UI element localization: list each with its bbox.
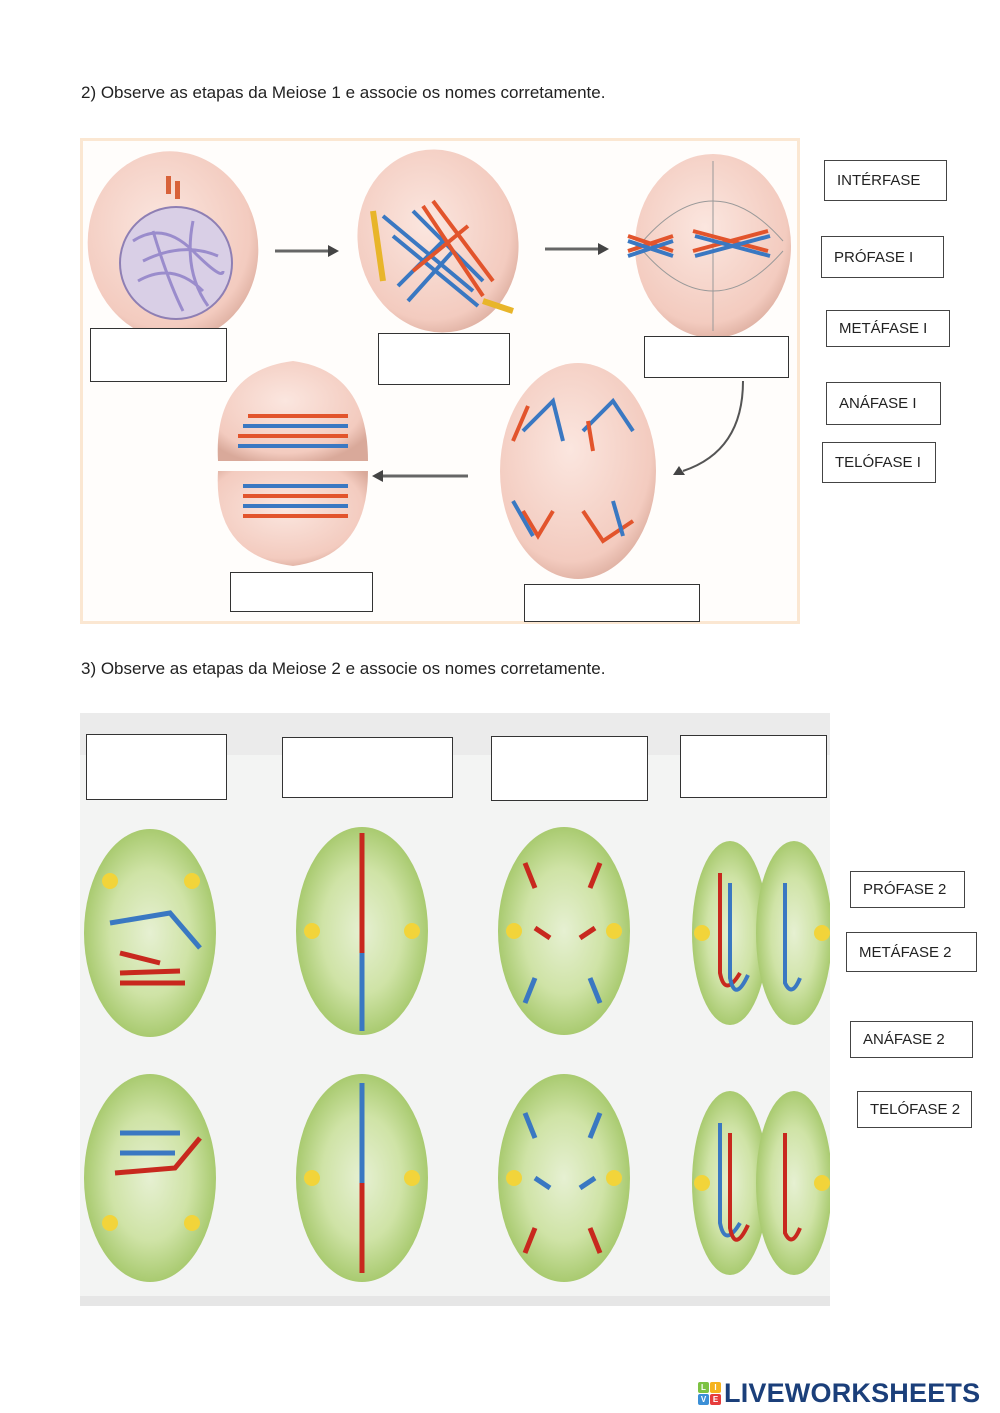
label-telofase-1[interactable]: TELÓFASE I — [822, 442, 936, 483]
question-3-text: 3) Observe as etapas da Meiose 2 e assoc… — [81, 659, 606, 678]
question-2-text: 2) Observe as etapas da Meiose 1 e assoc… — [81, 83, 606, 102]
label-metafase-1[interactable]: METÁFASE I — [826, 310, 950, 347]
meiosis-1-diagram — [80, 138, 800, 624]
answer-box-meiosis2-4[interactable] — [680, 735, 827, 798]
answer-box-meiosis2-2[interactable] — [282, 737, 453, 798]
label-telofase-2[interactable]: TELÓFASE 2 — [857, 1091, 972, 1128]
label-profase-1[interactable]: PRÓFASE I — [821, 236, 944, 278]
panel-footer-strip — [80, 1296, 830, 1306]
answer-box-interphase[interactable] — [90, 328, 227, 382]
label-interfase[interactable]: INTÉRFASE — [824, 160, 947, 201]
label-anafase-2[interactable]: ANÁFASE 2 — [850, 1021, 973, 1058]
logo-block-i: I — [710, 1382, 721, 1393]
label-profase-2[interactable]: PRÓFASE 2 — [850, 871, 965, 908]
answer-box-prophase-1[interactable] — [378, 333, 510, 385]
answer-box-anaphase-1[interactable] — [524, 584, 700, 622]
answer-box-telophase-1[interactable] — [230, 572, 373, 612]
meiosis-1-illustration — [87, 149, 791, 579]
logo-text: LIVEWORKSHEETS — [724, 1378, 981, 1408]
liveworksheets-logo: L I V E LIVEWORKSHEETS — [698, 1378, 980, 1409]
label-metafase-2[interactable]: METÁFASE 2 — [846, 932, 977, 972]
logo-blocks-icon: L I V E — [698, 1382, 721, 1405]
logo-block-v: V — [698, 1394, 709, 1405]
meiosis-2-illustration — [84, 827, 830, 1282]
label-anafase-1[interactable]: ANÁFASE I — [826, 382, 941, 425]
answer-box-metaphase-1[interactable] — [644, 336, 789, 378]
logo-block-e: E — [710, 1394, 721, 1405]
logo-block-l: L — [698, 1382, 709, 1393]
answer-box-meiosis2-1[interactable] — [86, 734, 227, 800]
meiosis-2-diagram — [80, 713, 830, 1306]
answer-box-meiosis2-3[interactable] — [491, 736, 648, 801]
